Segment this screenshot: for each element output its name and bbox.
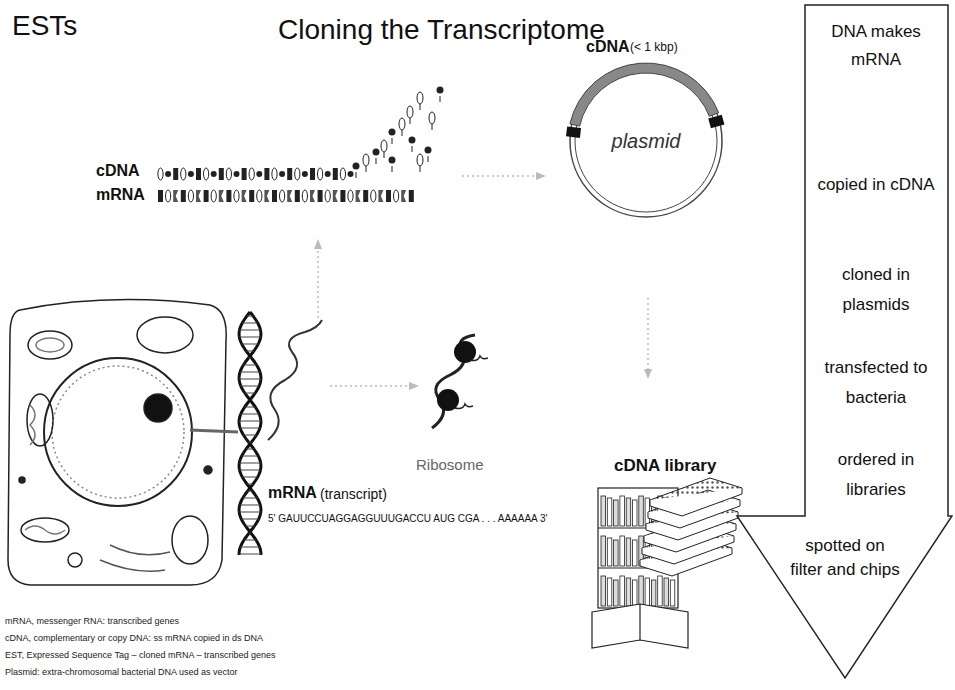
- note: Plasmid: extra-chromosomal bacterial DNA…: [5, 667, 238, 677]
- note: cDNA, complementary or copy DNA: ss mRNA…: [5, 633, 263, 643]
- cdna-mrna-strands: [158, 87, 444, 203]
- step-text: DNA makes mRNA: [812, 18, 940, 74]
- part-label: cDNA library: [614, 456, 716, 476]
- title: Cloning the Transcriptome: [278, 14, 605, 46]
- ribosome: [432, 335, 488, 428]
- flow-arrows: [318, 176, 648, 386]
- process-arrow: DNA makes mRNA copied in cDNA cloned in pl…: [735, 4, 953, 680]
- step-text: cloned in plasmids: [812, 260, 940, 320]
- sequence-text: 5' GAUUCCUAGGAGGUUUGACCU AUG CGA . . . A…: [268, 513, 547, 525]
- step-text: spotted on filter and chips: [790, 534, 900, 582]
- part-label: cDNA: [586, 38, 630, 56]
- note: EST, Expressed Sequence Tag – cloned mRN…: [5, 650, 276, 660]
- step-text: transfected to bacteria: [812, 353, 940, 413]
- step-text: ordered in libraries: [812, 445, 940, 505]
- cdna-library-icon: [592, 478, 742, 648]
- strand-label: cDNA: [96, 162, 140, 180]
- node-label: plasmid: [612, 127, 681, 156]
- part-note: (transcript): [320, 486, 387, 502]
- part-label: Ribosome: [416, 456, 484, 473]
- plasmid-circle: plasmid: [565, 60, 727, 222]
- size-note: (< 1 kbp): [630, 41, 678, 55]
- part-label: mRNA: [268, 484, 317, 502]
- cell: [8, 300, 238, 585]
- dna-helix: [239, 312, 261, 555]
- note: mRNA, messenger RNA: transcribed genes: [5, 616, 179, 626]
- section-heading: ESTs: [12, 10, 77, 42]
- step-text: copied in cDNA: [812, 170, 940, 200]
- mrna-transcript: [268, 320, 322, 440]
- strand-label: mRNA: [96, 186, 145, 204]
